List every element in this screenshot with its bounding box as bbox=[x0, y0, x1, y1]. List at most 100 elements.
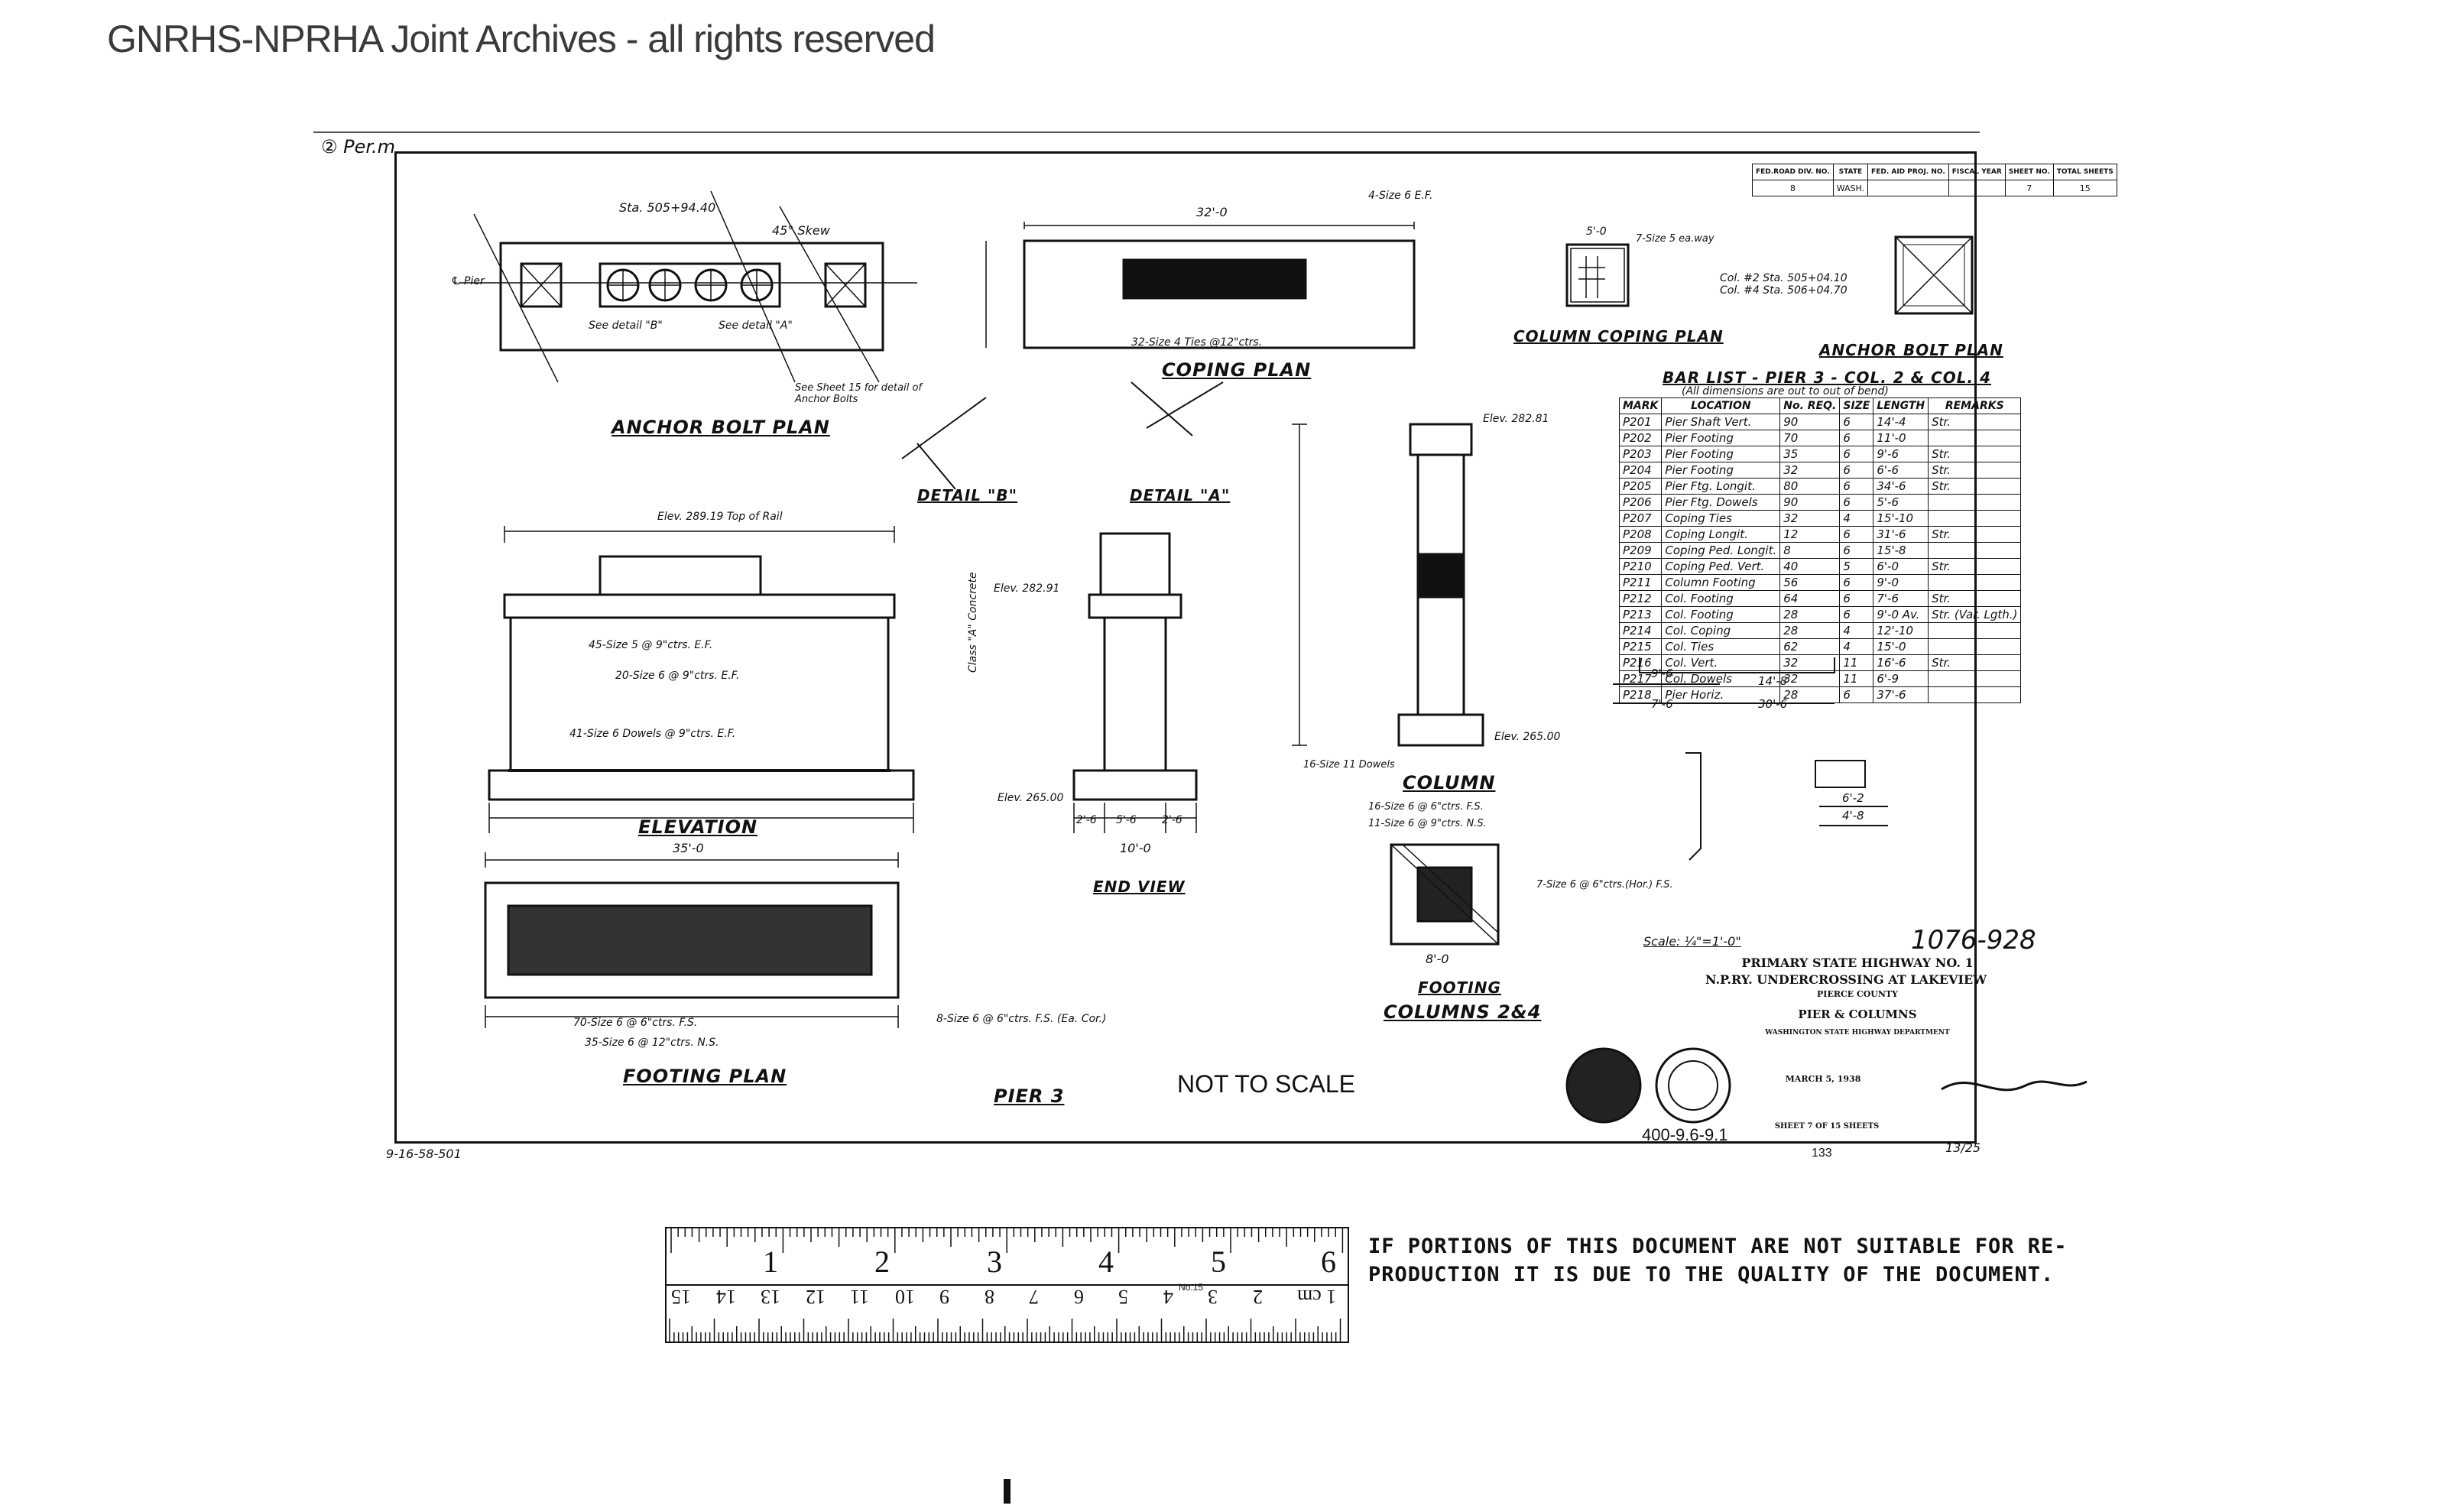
note-column-top-elevation: Elev. 282.81 bbox=[1483, 413, 1549, 425]
bar-list-cell: Str. bbox=[1928, 558, 2022, 575]
bar-list-cell: P205 bbox=[1618, 478, 1663, 495]
info-value: WASH. bbox=[1832, 180, 1869, 196]
bar-list-cell: 31'-6 bbox=[1873, 526, 1929, 543]
bar-list-cell: 4 bbox=[1839, 638, 1874, 655]
note-column-station-4: Col. #4 Sta. 506+04.70 bbox=[1720, 284, 1847, 297]
title-department: WASHINGTON STATE HIGHWAY DEPARTMENT bbox=[1765, 1029, 1950, 1037]
bar-list-cell: P218 bbox=[1618, 686, 1663, 703]
bar-list-cell: 6 bbox=[1839, 478, 1874, 495]
sheet-reference: ② Per.m bbox=[321, 136, 396, 157]
title-anchor-bolt-plan: ANCHOR BOLT PLAN bbox=[612, 417, 830, 438]
bar-list-cell bbox=[1928, 638, 2022, 655]
archive-watermark: GNRHS-NPRHA Joint Archives - all rights … bbox=[107, 18, 936, 60]
ruler-ticks bbox=[665, 1227, 1349, 1343]
project-info-block: FED.ROAD DIV. NO. STATE FED. AID PROJ. N… bbox=[1752, 164, 2117, 196]
bar-list-cell: Pier Footing bbox=[1661, 462, 1781, 479]
ruler-cm-label: 8 bbox=[984, 1286, 994, 1308]
bar-list-cell: Coping Ped. Vert. bbox=[1661, 558, 1781, 575]
not-to-scale-stamp: NOT TO SCALE bbox=[1177, 1070, 1355, 1098]
note-footing-plan-3: 8-Size 6 @ 6"ctrs. F.S. (Ea. Cor.) bbox=[936, 1013, 1107, 1025]
title-columns-2-4: COLUMNS 2&4 bbox=[1384, 1001, 1542, 1023]
ruler-inch-label: 3 bbox=[987, 1244, 1002, 1279]
note-column-bottom-elevation: Elev. 265.00 bbox=[1494, 731, 1561, 743]
bar-list-cell: 32 bbox=[1779, 654, 1841, 671]
reproduction-notice-line-1: IF PORTIONS OF THIS DOCUMENT ARE NOT SUI… bbox=[1368, 1235, 2068, 1258]
bar-list-cell: 4 bbox=[1839, 622, 1874, 639]
file-number: 400-9.6-9.1 bbox=[1642, 1125, 1728, 1144]
bar-list-cell bbox=[1928, 622, 2022, 639]
note-footing-bars-2: 11-Size 6 @ 9"ctrs. N.S. bbox=[1368, 818, 1487, 829]
ruler-cm-label: 13 bbox=[761, 1286, 780, 1308]
ruler-cm-label: 12 bbox=[805, 1286, 826, 1308]
dim-end-2: 5'-6 bbox=[1116, 814, 1137, 826]
bar-list-cell bbox=[1928, 542, 2022, 559]
bar-list-cell: Str. bbox=[1928, 526, 2022, 543]
bar-list-cell: 4 bbox=[1839, 510, 1874, 527]
bar-list-cell: 6 bbox=[1839, 574, 1874, 591]
title-detail-b: DETAIL "B" bbox=[917, 486, 1018, 505]
bar-list-cell: P202 bbox=[1618, 430, 1663, 446]
bar-list-cell: 32 bbox=[1779, 670, 1841, 687]
bend-dim: 6'-2 bbox=[1842, 791, 1864, 805]
note-column-coping: 7-Size 5 ea.way bbox=[1636, 233, 1714, 245]
bar-list-cell: 28 bbox=[1779, 606, 1841, 623]
bar-list-cell: P201 bbox=[1618, 414, 1663, 430]
bar-list-cell: 14'-4 bbox=[1873, 414, 1929, 430]
title-pier-3: PIER 3 bbox=[994, 1085, 1065, 1107]
bar-list-cell: 6 bbox=[1839, 414, 1874, 430]
bar-list-cell: 11 bbox=[1839, 654, 1874, 671]
bar-list-cell: 70 bbox=[1779, 430, 1841, 446]
bend-dim: 7'-6 bbox=[1651, 697, 1673, 711]
title-sheet-count: SHEET 7 OF 15 SHEETS bbox=[1774, 1122, 1880, 1131]
bar-list-cell: 6 bbox=[1839, 542, 1874, 559]
bar-list-cell: P212 bbox=[1618, 590, 1663, 607]
bar-list-cell: 6 bbox=[1839, 430, 1874, 446]
bar-list-cell: 15'-8 bbox=[1873, 542, 1929, 559]
ruler-cm-label: 14 bbox=[715, 1286, 736, 1308]
ruler-cm-label: 4 bbox=[1163, 1286, 1173, 1308]
bar-list-cell: 6 bbox=[1839, 526, 1874, 543]
bar-list-cell: P206 bbox=[1618, 494, 1663, 511]
bar-list-cell: 6 bbox=[1839, 446, 1874, 462]
ruler-inch-label: 6 bbox=[1321, 1244, 1336, 1279]
bar-list-cell: 32 bbox=[1779, 462, 1841, 479]
note-column-dowels: 16-Size 11 Dowels bbox=[1303, 759, 1395, 771]
bar-list-cell: Pier Shaft Vert. bbox=[1661, 414, 1781, 430]
elevation-cap bbox=[503, 593, 896, 619]
bar-list-cell: 9'-0 bbox=[1873, 574, 1929, 591]
bar-list-cell: 80 bbox=[1779, 478, 1841, 495]
bar-list-cell: 8 bbox=[1779, 542, 1841, 559]
bar-list-cell: Col. Ties bbox=[1661, 638, 1781, 655]
bend-dim: 9'-6 bbox=[1651, 667, 1673, 680]
ruler-cm-label: 3 bbox=[1208, 1286, 1218, 1308]
bar-list-cell: Pier Ftg. Longit. bbox=[1661, 478, 1781, 495]
bar-list-cell: 15'-0 bbox=[1873, 638, 1929, 655]
note-skew: 45° Skew bbox=[772, 223, 830, 238]
ruler-cm-label: 6 bbox=[1073, 1286, 1084, 1308]
note-station: Sta. 505+94.40 bbox=[619, 200, 716, 215]
bar-list-cell bbox=[1928, 574, 2022, 591]
bar-list-cell: 9'-6 bbox=[1873, 446, 1929, 462]
bar-list-cell: 6 bbox=[1839, 590, 1874, 607]
bar-list-cell: 7'-6 bbox=[1873, 590, 1929, 607]
note-bars-45: 45-Size 5 @ 9"ctrs. E.F. bbox=[589, 639, 713, 651]
note-top-of-rail: Elev. 289.19 Top of Rail bbox=[657, 511, 783, 523]
bend-dim: 30'-6 bbox=[1758, 697, 1788, 711]
reproduction-notice-line-2: PRODUCTION IT IS DUE TO THE QUALITY OF T… bbox=[1368, 1263, 2055, 1286]
bar-list-cell: P213 bbox=[1618, 606, 1663, 623]
bar-list-cell: P210 bbox=[1618, 558, 1663, 575]
bar-list-cell: 6 bbox=[1839, 686, 1874, 703]
bar-list-cell: 12 bbox=[1779, 526, 1841, 543]
note-footing-bars-1: 16-Size 6 @ 6"ctrs. F.S. bbox=[1368, 801, 1484, 813]
bar-list-cell: Col. Footing bbox=[1661, 590, 1781, 607]
note-coping-top: 4-Size 6 E.F. bbox=[1368, 190, 1433, 202]
note-pier-centerline: ℄ Pier bbox=[451, 275, 485, 287]
